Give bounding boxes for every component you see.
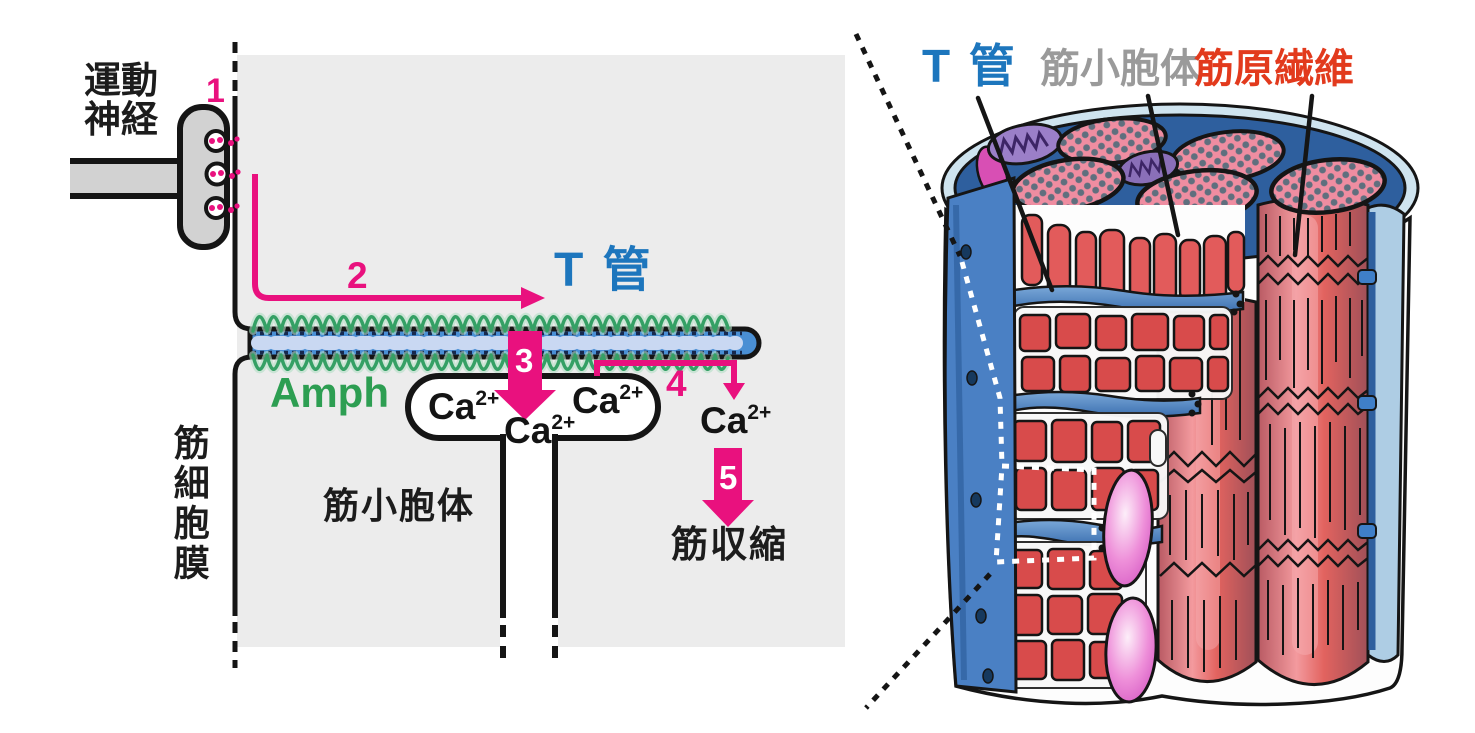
step2-action-potential-arrow <box>252 174 545 309</box>
t-tubule-label-left: T 管 <box>554 244 654 297</box>
left-schematic-panel <box>70 42 845 668</box>
myofilament-rods <box>1012 205 1246 304</box>
step-5-marker: 5 <box>719 459 738 496</box>
motor-nerve-label: 運動 神経 <box>84 60 158 140</box>
ca-charge: 2+ <box>747 401 772 424</box>
myofibril-longitudinal-front <box>1256 196 1370 686</box>
calcium-ion-label: Ca2+ <box>700 400 772 441</box>
acetylcholine-dots <box>209 136 241 213</box>
synaptic-vesicles <box>204 129 241 220</box>
ca-base: Ca <box>700 400 748 441</box>
step3-calcium-release-arrow <box>494 331 556 420</box>
t-tubule-band <box>1012 284 1245 314</box>
contraction-label: 筋収縮 <box>671 524 788 565</box>
calcium-ion-label: Ca2+ <box>428 386 500 427</box>
ca-charge: 2+ <box>551 411 576 434</box>
step4-calcium-diffusion-arrow <box>594 360 745 400</box>
ca-base: Ca <box>572 380 620 421</box>
ca-charge: 2+ <box>475 387 500 410</box>
ca-base: Ca <box>428 386 476 427</box>
motor-nerve-terminal <box>70 104 241 250</box>
sr-label-left: 筋小胞体 <box>323 485 476 526</box>
step-3-marker: 3 <box>515 342 534 379</box>
nucleus <box>1102 468 1158 704</box>
t-tubule-schematic <box>247 312 762 374</box>
cell-membrane-label: 筋細胞膜 <box>168 424 210 584</box>
calcium-ion-label: Ca2+ <box>504 410 576 451</box>
myofibril-label-right: 筋原繊維 <box>1194 47 1354 91</box>
step5-contraction-arrow <box>702 448 754 527</box>
sr-mesh-segment <box>1013 306 1233 400</box>
triad-junction-dots <box>1098 290 1244 552</box>
label-pointer-lines <box>975 93 1315 293</box>
sr-label-right: 筋小胞体 <box>1040 47 1200 91</box>
ca-charge: 2+ <box>619 381 644 404</box>
amphiphysin-label: Amph <box>270 369 389 416</box>
step-2-marker: 2 <box>347 255 368 296</box>
t-tubule-label-right: T 管 <box>922 40 1018 92</box>
fiber-left-sarcolemma-band <box>943 175 1018 694</box>
right-muscle-fiber-illustration <box>853 32 1420 710</box>
step-1-marker: 1 <box>206 72 225 110</box>
t-tubule-band <box>1006 390 1202 419</box>
caveolae-openings <box>960 244 994 684</box>
zoom-region-indicator <box>959 261 1097 565</box>
calcium-ion-label: Ca2+ <box>572 380 644 421</box>
ca-base: Ca <box>504 410 552 451</box>
fiber-right-rim <box>1357 203 1406 663</box>
magnification-wedge-lines <box>853 32 992 710</box>
step-4-marker: 4 <box>666 363 687 404</box>
